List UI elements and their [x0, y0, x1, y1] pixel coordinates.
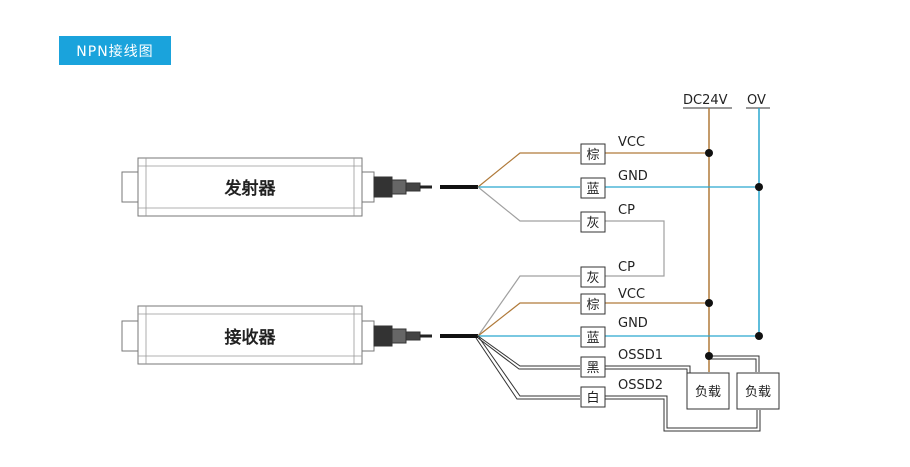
svg-text:棕: 棕	[586, 298, 599, 313]
svg-text:负载: 负载	[745, 385, 771, 400]
svg-text:白: 白	[586, 390, 599, 406]
svg-text:蓝: 蓝	[586, 331, 599, 346]
svg-text:GND: GND	[618, 169, 648, 184]
svg-text:棕: 棕	[586, 148, 599, 163]
receiver-wire-ossd2: 白 OSSD2	[580, 378, 663, 408]
receiver-wire-cp: 灰 CP	[580, 260, 635, 288]
svg-text:OSSD2: OSSD2	[618, 378, 663, 393]
load-2: 负载	[736, 372, 780, 410]
receiver-wire-ossd1: 黑 OSSD1	[580, 348, 663, 378]
svg-text:黑: 黑	[586, 361, 599, 376]
svg-text:GND: GND	[618, 316, 648, 331]
emitter-wire-gnd: 蓝 GND	[580, 169, 648, 199]
svg-text:灰: 灰	[586, 216, 599, 231]
receiver-label: 接收器	[225, 327, 277, 348]
receiver-wire-vcc: 棕 VCC	[580, 287, 645, 315]
svg-text:负载: 负载	[695, 385, 721, 400]
receiver-device: 接收器	[121, 305, 432, 365]
svg-text:CP: CP	[618, 203, 635, 218]
svg-text:VCC: VCC	[618, 287, 645, 302]
emitter-device: 发射器	[121, 157, 432, 217]
svg-text:OSSD1: OSSD1	[618, 348, 663, 363]
svg-text:灰: 灰	[586, 271, 599, 286]
load-1: 负载	[686, 372, 730, 410]
emitter-wire-cp: 灰 CP	[580, 203, 635, 233]
svg-text:CP: CP	[618, 260, 635, 275]
receiver-wire-gnd: 蓝 GND	[580, 316, 648, 348]
cp-link	[605, 220, 665, 277]
emitter-label: 发射器	[224, 178, 277, 199]
svg-text:蓝: 蓝	[586, 182, 599, 197]
ov-label: OV	[747, 93, 766, 108]
emitter-wire-vcc: 棕 VCC	[580, 135, 645, 165]
dc24v-label: DC24V	[683, 93, 728, 108]
diagram-title: NPN接线图	[59, 36, 171, 65]
svg-text:VCC: VCC	[618, 135, 645, 150]
